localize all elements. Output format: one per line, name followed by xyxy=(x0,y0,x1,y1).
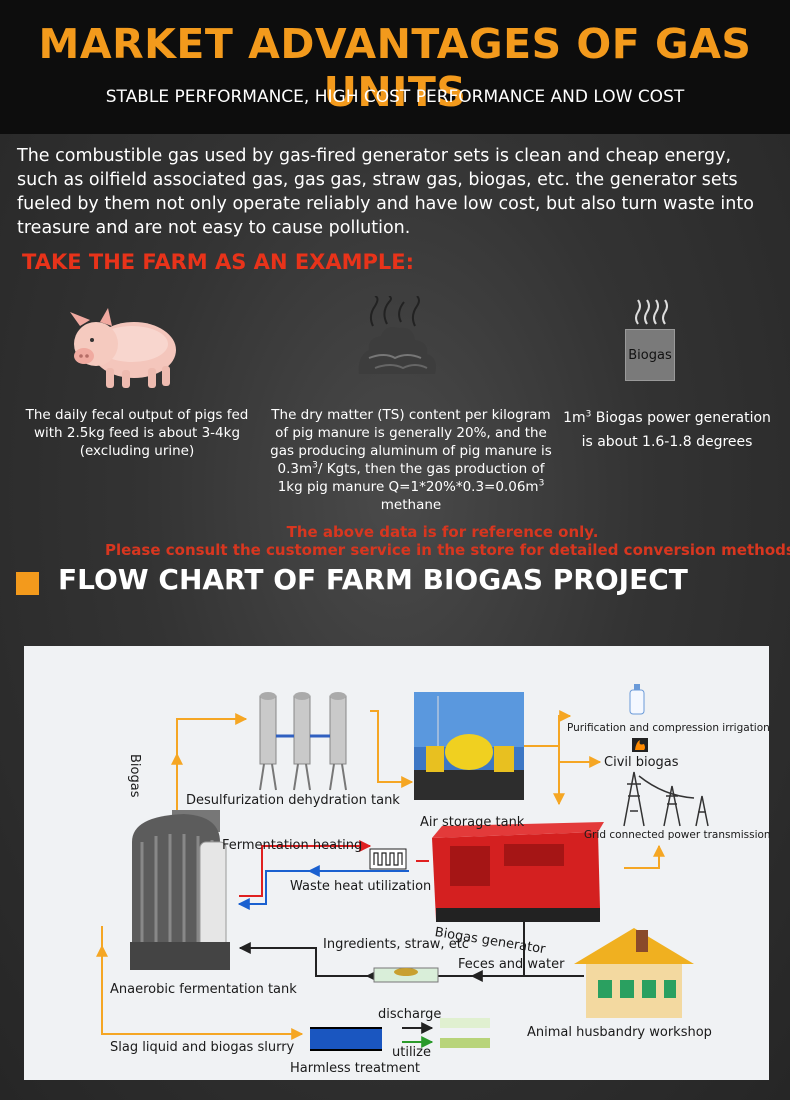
air-storage-label: Air storage tank xyxy=(420,815,525,830)
workshop-house-graphic xyxy=(574,928,694,1018)
crop-field-graphic xyxy=(440,1018,490,1048)
grid-label: Grid connected power transmission xyxy=(584,829,771,841)
fermentation-heating-label: Fermentation heating xyxy=(222,838,363,853)
flame-icon xyxy=(632,738,648,752)
purification-label: Purification and compression irrigation xyxy=(567,722,770,734)
civil-biogas-label: Civil biogas xyxy=(604,755,679,770)
biogas-box-label: Biogas xyxy=(628,347,672,363)
heat-exchanger-graphic xyxy=(369,848,407,870)
biogas-vertical-label: Biogas xyxy=(127,754,142,798)
example-heading: TAKE THE FARM AS AN EXAMPLE: xyxy=(22,250,415,274)
section-title: FLOW CHART OF FARM BIOGAS PROJECT xyxy=(58,563,688,596)
consult-note: Please consult the customer service in t… xyxy=(105,541,790,559)
treatment-tank-graphic xyxy=(310,1027,382,1051)
anaerobic-label: Anaerobic fermentation tank xyxy=(110,982,297,997)
section-marker-square xyxy=(16,572,39,595)
manure-illustration xyxy=(358,296,436,374)
desulfurization-towers xyxy=(259,692,347,791)
biogas-box: Biogas xyxy=(625,329,675,381)
purification-tank-icon xyxy=(629,684,645,715)
page-subtitle: STABLE PERFORMANCE, HIGH COST PERFORMANC… xyxy=(105,87,685,107)
flow-diagram-graphics xyxy=(96,684,709,1051)
discharge-label: discharge xyxy=(378,1007,442,1022)
workshop-label: Animal husbandry workshop xyxy=(527,1025,712,1040)
desulfurization-label: Desulfurization dehydration tank xyxy=(186,793,400,808)
waste-heat-label: Waste heat utilization xyxy=(290,879,432,894)
biogas-generator-graphic xyxy=(432,822,604,922)
example-column-manure: The dry matter (TS) content per kilogram… xyxy=(270,407,552,513)
fermentation-tank-graphic xyxy=(130,810,230,970)
power-tower-icons xyxy=(623,771,709,827)
page-title: MARKET ADVANTAGES OF GAS UNITS xyxy=(38,20,752,116)
heat-waves-icon xyxy=(635,299,668,325)
flow-chart: Biogas Desulfurization dehydration tank … xyxy=(24,646,771,1080)
air-storage-photo xyxy=(414,692,524,800)
intro-paragraph: The combustible gas used by gas-fired ge… xyxy=(17,146,754,238)
ingredients-label: Ingredients, straw, etc xyxy=(323,937,469,952)
example-column-biogas: 1m3 Biogas power generation is about 1.6… xyxy=(563,409,771,450)
utilize-label: utilize xyxy=(392,1045,431,1060)
ingredients-tray-graphic xyxy=(373,967,439,983)
pig-illustration xyxy=(70,308,176,388)
slag-label: Slag liquid and biogas slurry xyxy=(110,1040,295,1055)
feces-label: Feces and water xyxy=(458,957,565,972)
example-column-pig: The daily fecal output of pigs fed with … xyxy=(25,407,249,459)
reference-note: The above data is for reference only. xyxy=(286,523,599,541)
header-banner: MARKET ADVANTAGES OF GAS UNITS STABLE PE… xyxy=(0,0,790,134)
harmless-label: Harmless treatment xyxy=(290,1061,421,1076)
